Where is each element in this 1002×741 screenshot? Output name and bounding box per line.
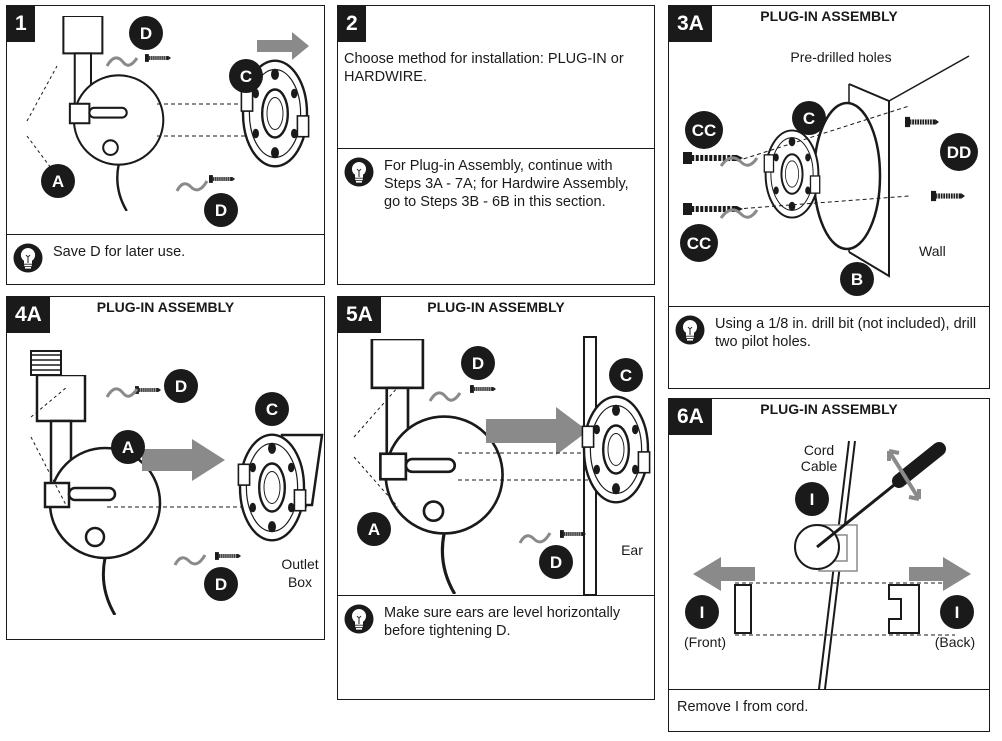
- tip-note: Using a 1/8 in. drill bit (not included)…: [669, 306, 989, 388]
- caption-text: Remove I from cord.: [677, 699, 809, 715]
- step-2-panel: 2 Choose method for installation: PLUG-I…: [337, 5, 655, 285]
- callout-i: I: [685, 595, 719, 629]
- svg-text:D: D: [550, 553, 562, 572]
- step-number: 6A: [669, 399, 712, 435]
- svg-text:I: I: [810, 490, 815, 509]
- callout-cc: CC: [685, 111, 723, 149]
- callout-d: D: [539, 545, 573, 579]
- callout-a: A: [111, 430, 145, 464]
- panel-title: PLUG-IN ASSEMBLY: [760, 401, 898, 417]
- step-6a-illustration: Cord Cable (Front) (Back) I I I: [684, 440, 975, 690]
- svg-text:CC: CC: [692, 121, 717, 140]
- direction-arrow-icon: [887, 449, 921, 501]
- callout-i: I: [940, 595, 974, 629]
- svg-text:B: B: [851, 270, 863, 289]
- callout-a: A: [41, 164, 75, 198]
- panel-title: PLUG-IN ASSEMBLY: [760, 8, 898, 24]
- svg-text:Outlet: Outlet: [281, 556, 318, 572]
- direction-arrow-icon: [486, 407, 588, 455]
- svg-text:Ear: Ear: [621, 542, 643, 558]
- direction-arrow-icon: [142, 439, 225, 481]
- step-6a-panel: 6A PLUG-IN ASSEMBLY Cord Cable (Front) (…: [668, 398, 990, 732]
- step-1-panel: 1 A C D D Save D for later use.: [6, 5, 325, 285]
- lightbulb-icon: [344, 157, 374, 187]
- step-4a-panel: 4A PLUG-IN ASSEMBLY Outlet Box D A C D: [6, 296, 325, 640]
- svg-text:D: D: [215, 201, 227, 220]
- direction-arrow-icon: [257, 32, 309, 60]
- svg-text:DD: DD: [947, 143, 972, 162]
- tip-note: For Plug-in Assembly, continue with Step…: [338, 148, 654, 284]
- svg-text:CC: CC: [687, 234, 712, 253]
- callout-a: A: [357, 512, 391, 546]
- svg-text:A: A: [368, 520, 380, 539]
- svg-text:Cord: Cord: [804, 442, 834, 458]
- step-3a-illustration: Pre-drilled holes Wall C CC CC DD B: [680, 49, 978, 296]
- svg-text:C: C: [266, 400, 278, 419]
- callout-c: C: [229, 59, 263, 93]
- step-number: 2: [338, 6, 366, 42]
- callout-b: B: [840, 262, 874, 296]
- svg-text:D: D: [472, 354, 484, 373]
- callout-c: C: [792, 101, 826, 135]
- callout-c: C: [609, 358, 643, 392]
- step-3a-panel: 3A PLUG-IN ASSEMBLY Pre-drilled holes Wa…: [668, 5, 990, 389]
- caption-note: Remove I from cord.: [669, 689, 989, 731]
- svg-text:A: A: [122, 438, 134, 457]
- callout-d: D: [164, 369, 198, 403]
- step-number: 1: [7, 6, 35, 42]
- tip-text: Make sure ears are level horizontally be…: [384, 605, 621, 639]
- step-5a-panel: 5A PLUG-IN ASSEMBLY Ear D C A D Make sur…: [337, 296, 655, 700]
- step-number: 5A: [338, 297, 381, 333]
- tip-note: Save D for later use.: [7, 234, 324, 284]
- tip-text: For Plug-in Assembly, continue with Step…: [384, 158, 629, 210]
- callout-d: D: [204, 193, 238, 227]
- callout-d: D: [461, 346, 495, 380]
- step-5a-illustration: Ear D C A D: [353, 336, 651, 596]
- svg-text:D: D: [215, 575, 227, 594]
- direction-arrow-icon: [909, 557, 971, 591]
- tip-text: Using a 1/8 in. drill bit (not included)…: [715, 316, 977, 350]
- lightbulb-icon: [13, 243, 43, 273]
- svg-text:C: C: [803, 109, 815, 128]
- svg-text:Wall: Wall: [919, 243, 946, 259]
- panel-title: PLUG-IN ASSEMBLY: [96, 299, 235, 315]
- svg-text:D: D: [175, 377, 187, 396]
- direction-arrow-icon: [693, 557, 755, 591]
- svg-text:Cable: Cable: [801, 458, 838, 474]
- svg-text:C: C: [620, 366, 632, 385]
- callout-dd: DD: [940, 133, 978, 171]
- svg-text:(Back): (Back): [935, 634, 975, 650]
- svg-text:D: D: [140, 24, 152, 43]
- step-number: 4A: [7, 297, 50, 333]
- step-number: 3A: [669, 6, 712, 42]
- callout-cc: CC: [680, 224, 718, 262]
- panel-title: PLUG-IN ASSEMBLY: [427, 299, 565, 315]
- lightbulb-icon: [344, 604, 374, 634]
- svg-text:(Front): (Front): [684, 634, 726, 650]
- callout-d: D: [204, 567, 238, 601]
- svg-text:A: A: [52, 172, 64, 191]
- tip-text: Save D for later use.: [53, 244, 186, 260]
- lightbulb-icon: [675, 315, 705, 345]
- callout-i: I: [795, 482, 829, 516]
- svg-text:I: I: [955, 603, 960, 622]
- callout-d: D: [129, 16, 163, 50]
- instruction-text: Choose method for installation: PLUG-IN …: [344, 51, 624, 85]
- svg-text:I: I: [700, 603, 705, 622]
- svg-text:C: C: [240, 67, 252, 86]
- callout-c: C: [255, 392, 289, 426]
- svg-text:Pre-drilled holes: Pre-drilled holes: [790, 49, 891, 65]
- svg-text:Box: Box: [288, 574, 312, 590]
- step-1-illustration: A C D D: [26, 16, 310, 227]
- step-4a-illustration: Outlet Box D A C D: [30, 350, 324, 615]
- tip-note: Make sure ears are level horizontally be…: [338, 595, 654, 699]
